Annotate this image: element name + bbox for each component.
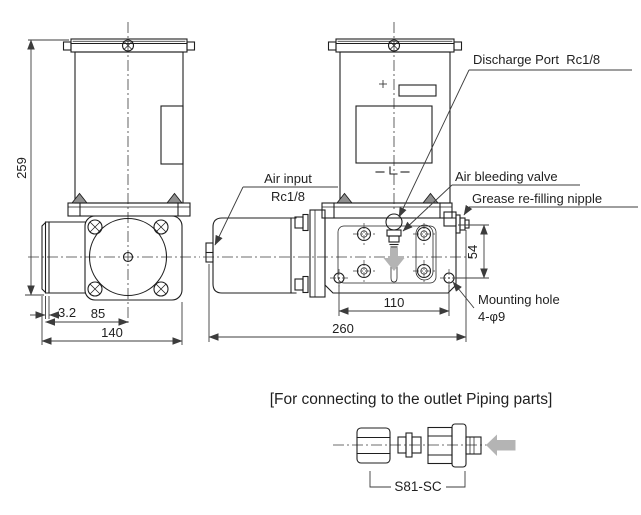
discharge-port-label: Discharge Port Rc1/8 bbox=[473, 52, 600, 67]
front-view: 259 3.2 85 140 bbox=[14, 22, 200, 345]
mounting-holes bbox=[330, 269, 458, 287]
lid-bolt-left bbox=[62, 41, 72, 51]
tank-clamp-left bbox=[71, 192, 88, 204]
level-mark bbox=[375, 166, 410, 175]
mounting-hole-size-label: 4-φ9 bbox=[478, 309, 505, 324]
tank-clamp-right bbox=[422, 192, 439, 204]
grease-nipple-label: Grease re-filling nipple bbox=[472, 191, 602, 206]
pump-center-hole bbox=[122, 251, 134, 263]
air-bleeding-valve-label: Air bleeding valve bbox=[455, 169, 558, 184]
sight-window bbox=[160, 105, 184, 165]
dim-plate-text: 3.2 bbox=[58, 305, 76, 320]
dim-height-text: 259 bbox=[14, 157, 29, 179]
front-flange bbox=[67, 202, 191, 217]
lid-center-screw bbox=[121, 39, 135, 52]
pump-face bbox=[84, 215, 183, 301]
compression-nut bbox=[356, 427, 391, 464]
grease-nipple bbox=[443, 211, 470, 234]
tank-clamp-right bbox=[166, 192, 183, 204]
ferrule bbox=[397, 432, 422, 458]
air-input-nipple bbox=[205, 242, 214, 263]
base-screws bbox=[353, 223, 435, 282]
side-tank bbox=[336, 51, 451, 204]
front-lid bbox=[62, 38, 196, 53]
tank-clamp-left bbox=[336, 192, 353, 204]
front-tank bbox=[71, 51, 184, 204]
dim-height: 259 bbox=[14, 39, 69, 296]
lid-bolt-left bbox=[327, 41, 337, 51]
lid-bolt-right bbox=[186, 41, 196, 51]
air-bleeding-valve bbox=[386, 229, 402, 237]
part-bracket: S81-SC bbox=[369, 471, 466, 494]
cylinder-mount-plate bbox=[294, 209, 326, 298]
side-lid bbox=[327, 38, 463, 53]
side-air-cylinder bbox=[205, 217, 297, 294]
base-boss bbox=[415, 224, 434, 281]
dim-width-text: 140 bbox=[101, 325, 123, 340]
dim-side: 54 110 260 bbox=[208, 224, 489, 342]
callouts: Discharge Port Rc1/8 Air input Rc1/8 Air… bbox=[214, 52, 638, 324]
dim-bottom-front: 3.2 85 140 bbox=[30, 296, 183, 345]
lid-center-screw bbox=[387, 39, 401, 52]
front-air-cylinder bbox=[41, 221, 86, 294]
outlet-section-title: [For connecting to the outlet Piping par… bbox=[270, 391, 553, 408]
name-plate bbox=[398, 84, 437, 97]
pump-face-circle bbox=[88, 217, 168, 297]
air-input-label: Air input bbox=[264, 171, 312, 186]
air-input-thread-label: Rc1/8 bbox=[271, 189, 305, 204]
pump-face-screws bbox=[87, 219, 169, 297]
dim-offset-text: 85 bbox=[91, 306, 105, 321]
lid-bolt-right bbox=[453, 41, 463, 51]
mounting-hole-label: Mounting hole bbox=[478, 292, 560, 307]
dim-length-text: 260 bbox=[332, 321, 354, 336]
discharge-port bbox=[383, 213, 405, 283]
dim-holes-text: 110 bbox=[384, 295, 405, 310]
side-view: Discharge Port Rc1/8 Air input Rc1/8 Air… bbox=[203, 22, 638, 342]
base-block bbox=[324, 211, 470, 294]
dim-vertical-text: 54 bbox=[465, 245, 480, 259]
part-label: S81-SC bbox=[394, 479, 442, 494]
male-connector bbox=[427, 423, 482, 468]
flow-arrow-down bbox=[383, 248, 405, 271]
side-window bbox=[355, 105, 433, 164]
insert-direction-arrow bbox=[486, 434, 516, 456]
side-flange bbox=[321, 202, 453, 219]
outlet-piping-section: [For connecting to the outlet Piping par… bbox=[270, 391, 553, 494]
